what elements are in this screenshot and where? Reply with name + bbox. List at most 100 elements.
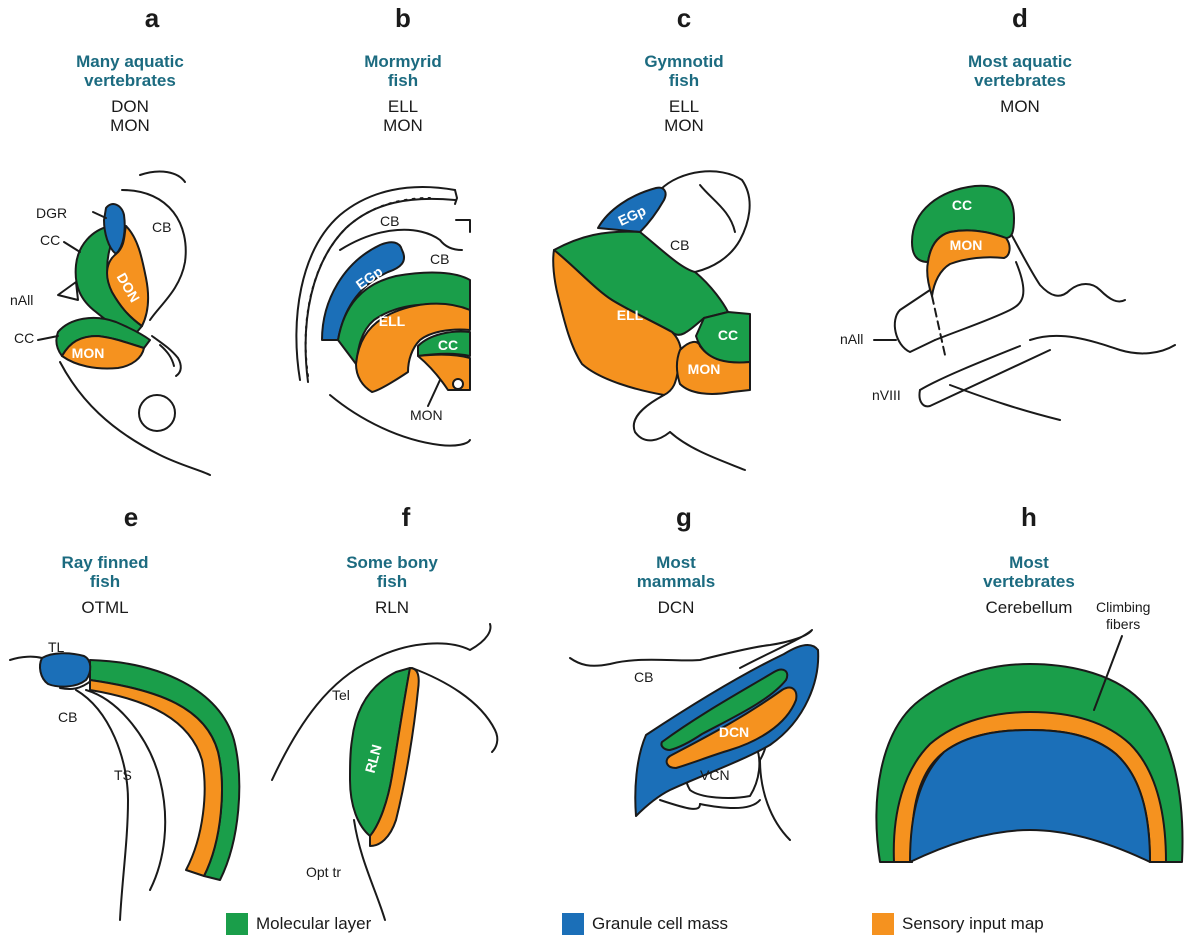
panel-e-title-line1: Ray finned xyxy=(62,553,149,572)
legend-swatch-sensory xyxy=(872,913,894,935)
panel-h-header: h Most vertebrates Cerebellum xyxy=(983,502,1075,617)
panel-g-vcn-bottom xyxy=(700,800,760,808)
panel-b-mon-hole xyxy=(453,379,463,389)
panel-c-lower-outline1 xyxy=(634,395,670,440)
panel-b-cb1-tip xyxy=(455,190,457,204)
panel-c-label-cb: CB xyxy=(670,237,689,253)
panel-a-sub-line2: MON xyxy=(110,116,150,135)
panel-a-label-mon: MON xyxy=(72,345,105,361)
panel-b-box-mark xyxy=(456,220,470,232)
panel-a-circle xyxy=(139,395,175,431)
panel-b-title-line2: fish xyxy=(388,71,418,90)
panel-d-label-nviii: nVIII xyxy=(872,387,901,403)
panel-g-header: g Most mammals DCN xyxy=(637,502,715,617)
panel-g-label-cb: CB xyxy=(634,669,653,685)
panel-a-letter: a xyxy=(145,3,160,33)
legend-swatch-molecular xyxy=(226,913,248,935)
panel-d-header: d Most aquatic vertebrates MON xyxy=(968,3,1072,116)
panel-f-header: f Some bony fish RLN xyxy=(346,502,438,617)
panel-a-label-cc1: CC xyxy=(40,232,60,248)
panel-c-title-line2: fish xyxy=(669,71,699,90)
panel-e-header: e Ray finned fish OTML xyxy=(62,502,149,617)
panel-h-label-climbing-line1: Climbing xyxy=(1096,599,1150,615)
panel-d-nviii-upper xyxy=(920,346,1020,390)
panel-a-diagram: CB DGR CC nAll CC DON MON xyxy=(10,171,210,475)
panel-b-label-mon: MON xyxy=(410,407,443,423)
panel-f-diagram: Tel RLN Opt tr xyxy=(272,624,497,920)
panel-g-vcn-lower xyxy=(660,800,700,809)
panel-a-label-cc2: CC xyxy=(14,330,34,346)
panel-a-label-dgr: DGR xyxy=(36,205,67,221)
panel-b-label-cc: CC xyxy=(438,337,458,353)
panel-e-title-line2: fish xyxy=(90,572,120,591)
panel-c-letter: c xyxy=(677,3,691,33)
legend: Molecular layer Granule cell mass Sensor… xyxy=(226,913,1044,935)
panel-d-letter: d xyxy=(1012,3,1028,33)
panel-b-label-cb1: CB xyxy=(380,213,399,229)
panel-g-label-dcn: DCN xyxy=(719,724,749,740)
panel-g-title-line2: mammals xyxy=(637,572,715,591)
panel-b-label-ell: ELL xyxy=(379,313,406,329)
panel-b-sub-line1: ELL xyxy=(388,97,418,116)
panel-g-sub-line1: DCN xyxy=(658,598,695,617)
panel-g-diagram: CB DCN VCN xyxy=(570,630,818,840)
panel-a-label-cb: CB xyxy=(152,219,171,235)
panel-d-label-nall: nAll xyxy=(840,331,863,347)
panel-a-leader-cc1 xyxy=(64,242,80,252)
panel-f-right-lobe xyxy=(412,668,497,752)
legend-label-molecular: Molecular layer xyxy=(256,914,372,933)
panel-a-title-line2: vertebrates xyxy=(84,71,176,90)
panel-a-label-nall: nAll xyxy=(10,292,33,308)
panel-f-label-tel: Tel xyxy=(332,687,350,703)
panel-h-letter: h xyxy=(1021,502,1037,532)
panel-g-label-vcn: VCN xyxy=(700,767,730,783)
panel-d-surface xyxy=(1010,232,1125,302)
panel-f-title-line2: fish xyxy=(377,572,407,591)
panel-c-label-cc: CC xyxy=(718,327,738,343)
panel-b-diagram: CB CB EGp ELL CC MON xyxy=(296,187,470,446)
panel-e-surface-left xyxy=(10,657,42,660)
panel-f-surface-top xyxy=(372,624,490,660)
panel-f-label-opt: Opt tr xyxy=(306,864,341,880)
panel-e-granule-tl xyxy=(40,653,90,686)
panel-h-title-line2: vertebrates xyxy=(983,572,1075,591)
panel-b-letter: b xyxy=(395,3,411,33)
legend-label-sensory: Sensory input map xyxy=(902,914,1044,933)
panel-e-lower-outline xyxy=(76,690,128,920)
panel-d-ventral xyxy=(1030,336,1175,354)
panel-b-title-line1: Mormyrid xyxy=(364,52,441,71)
panel-c-header: c Gymnotid fish ELL MON xyxy=(644,3,723,135)
panel-a-outline-top xyxy=(140,171,185,182)
panel-d-label-cc: CC xyxy=(952,197,972,213)
panel-c-lower-outline2 xyxy=(670,432,745,470)
panel-c-diagram: EGp CB ELL CC MON xyxy=(553,171,750,470)
panel-d-diagram: CC MON nAll nVIII xyxy=(840,186,1175,420)
panel-b-sub-line2: MON xyxy=(383,116,423,135)
panel-g-letter: g xyxy=(676,502,692,532)
panel-h-label-climbing-line2: fibers xyxy=(1106,616,1140,632)
legend-swatch-granule xyxy=(562,913,584,935)
panel-e-label-tl: TL xyxy=(48,639,65,655)
panel-a-title-line1: Many aquatic xyxy=(76,52,184,71)
panel-f-sub-line1: RLN xyxy=(375,598,409,617)
panel-a-nall-notch xyxy=(58,282,78,300)
panel-d-body-lower xyxy=(935,262,1023,340)
panel-c-title-line1: Gymnotid xyxy=(644,52,723,71)
panel-a-header: a Many aquatic vertebrates DON MON xyxy=(76,3,184,135)
panel-e-label-cb: CB xyxy=(58,709,77,725)
panel-d-title-line1: Most aquatic xyxy=(968,52,1072,71)
panel-c-label-ell: ELL xyxy=(617,307,644,323)
panel-d-dashed xyxy=(932,296,945,355)
panel-d-label-mon: MON xyxy=(950,237,983,253)
panel-c-sub-line1: ELL xyxy=(669,97,699,116)
panel-b-header: b Mormyrid fish ELL MON xyxy=(364,3,441,135)
panel-h-sub-line1: Cerebellum xyxy=(986,598,1073,617)
panel-e-sub-line1: OTML xyxy=(81,598,128,617)
panel-g-title-line1: Most xyxy=(656,553,696,572)
panel-d-bottom xyxy=(950,385,1060,420)
panel-b-lower-outline xyxy=(330,395,470,446)
panel-b-label-cb2: CB xyxy=(430,251,449,267)
legend-label-granule: Granule cell mass xyxy=(592,914,728,933)
panel-d-title-line2: vertebrates xyxy=(974,71,1066,90)
